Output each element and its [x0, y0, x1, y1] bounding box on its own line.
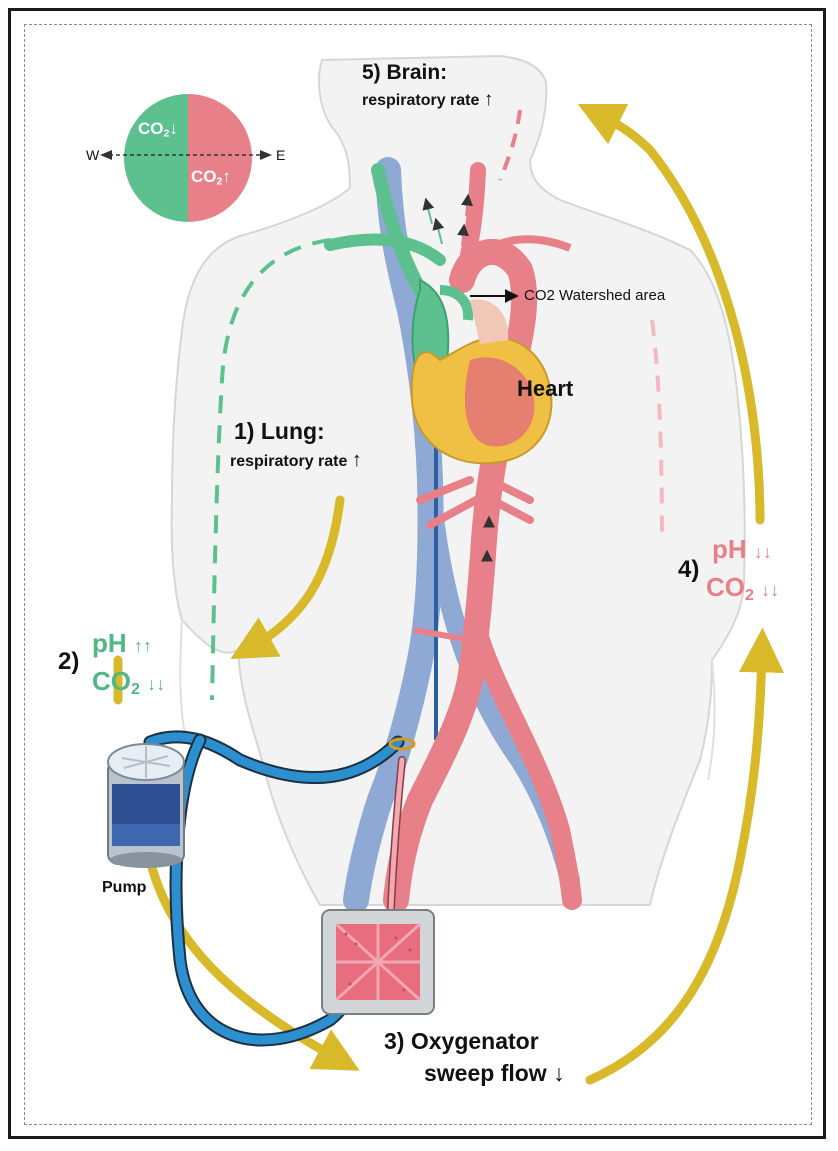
section2-ph: pH ↑↑: [92, 628, 152, 658]
oxygenator-title: 3) Oxygenator: [384, 1028, 539, 1054]
brain-detail: respiratory rate ↑: [362, 89, 494, 110]
pump-illustration: [107, 743, 185, 868]
section4-number: 4): [678, 556, 700, 583]
legend-co2-low: CO2↓: [138, 119, 178, 140]
lung-detail: respiratory rate ↑: [230, 449, 362, 471]
section2-number: 2): [58, 648, 80, 675]
oxygenator-illustration: [321, 909, 435, 1015]
green-dashed-route: [210, 238, 331, 701]
lung-title: 1) Lung:: [234, 418, 325, 444]
legend-east: E: [276, 147, 286, 163]
pink-dashed-route-neck: [498, 109, 522, 181]
legend-west: W: [86, 147, 100, 163]
small-flow-arrows: [422, 193, 495, 576]
oxygenator-detail: sweep flow ↓: [424, 1060, 565, 1086]
heart-label: Heart: [517, 376, 574, 401]
aorta: [383, 162, 582, 913]
brain-title: 5) Brain:: [362, 61, 448, 84]
section2-co2: CO2 ↓↓: [92, 666, 166, 699]
heart-illustration: [410, 299, 553, 465]
pump-label: Pump: [102, 879, 147, 896]
inner-dashed-frame: [24, 24, 812, 1125]
section4-co2: CO2 ↓↓: [706, 572, 780, 605]
legend-co2-high: CO2↑: [191, 167, 231, 188]
section4-ph: pH ↓↓: [712, 534, 772, 564]
watershed-label: CO2 Watershed area: [524, 287, 666, 304]
co2-legend-circle: [100, 94, 272, 222]
